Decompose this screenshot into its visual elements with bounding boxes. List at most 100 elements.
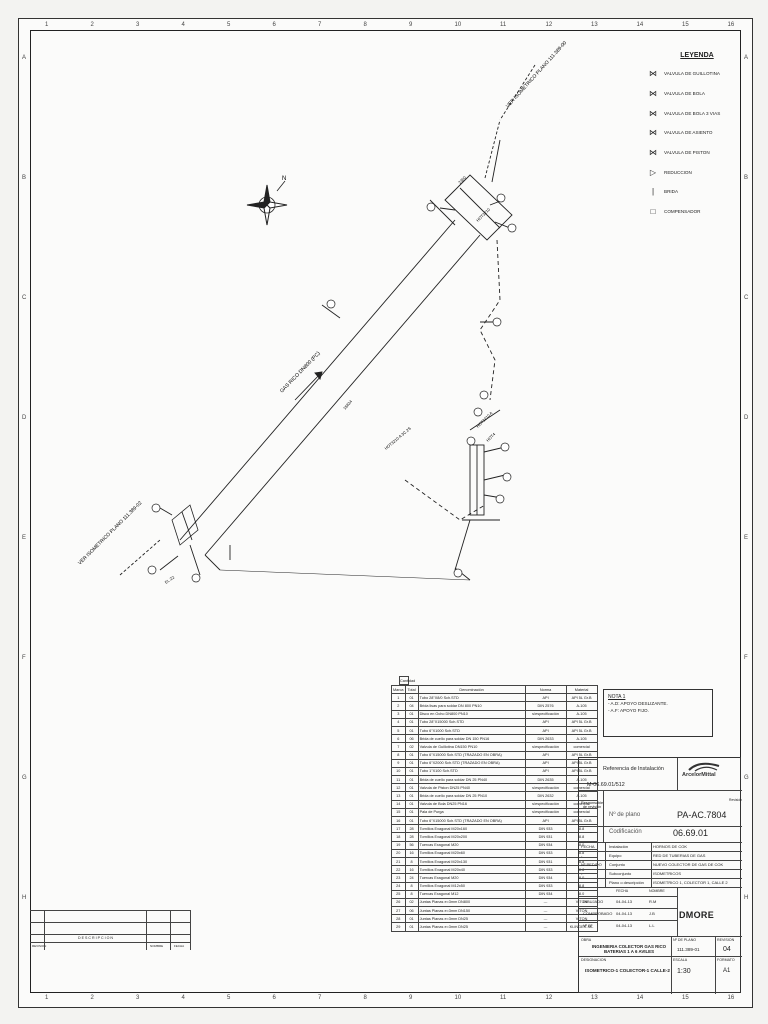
bom-cell: DIN 2633 xyxy=(524,734,567,744)
bom-cell: Tornillos Exagonal M20x40 xyxy=(417,865,526,875)
bom-cell: DIN 933 xyxy=(524,881,567,891)
bom-cell: DIN 934 xyxy=(524,873,567,883)
zone-letter: B xyxy=(744,175,749,181)
compensator-icon: □ xyxy=(650,207,656,217)
north-label: N xyxy=(282,176,286,182)
revision-label: Revisión xyxy=(729,798,743,802)
dash-value: - xyxy=(590,830,592,836)
title-block-cell: Instalación xyxy=(609,844,629,849)
note-box: NOTA 1 - A.D: APOYO DESLIZANTE. - A.F: A… xyxy=(603,689,713,737)
obra-label: OBRA xyxy=(581,938,592,942)
zone-letter: F xyxy=(22,655,26,661)
zone-letter: G xyxy=(744,775,749,781)
bom-cell: 7 xyxy=(391,742,406,752)
bom-cell: 28 xyxy=(391,914,406,924)
formato-value: A1 xyxy=(723,968,731,974)
plano-label: Nº de plano xyxy=(609,812,641,818)
formato-label: FORMATO xyxy=(717,958,735,962)
bom-cell: --- xyxy=(524,897,567,908)
bom-cell: 24 xyxy=(404,873,419,883)
seat-valve-icon: ⋈ xyxy=(649,128,657,138)
rev-label: REVISION xyxy=(717,938,735,942)
legend-title: LEYENDA xyxy=(680,52,714,59)
nplano-label: Nº DE PLANO xyxy=(673,938,697,942)
sign-cell: J.B xyxy=(649,911,655,916)
bom-cell: 01 xyxy=(404,807,419,818)
drawing-frame xyxy=(30,30,741,993)
rev-fecha-label: FECHA xyxy=(174,944,185,948)
title-block-cell: Equipo xyxy=(609,853,622,858)
designacion-label: DESIGNACION xyxy=(581,958,607,962)
title-block-cell: ISOMETRICO 1, COLECTOR 1, CALLE 2 xyxy=(653,880,728,885)
bom-cell: 6 xyxy=(391,734,406,744)
legend-item: ⋈VALVULA DE BOLA 3 VIAS xyxy=(648,103,738,123)
sign-cell: DIBUJADO xyxy=(583,899,604,904)
bom-cell: 22 xyxy=(391,865,406,875)
callout-bubble xyxy=(147,565,157,575)
legend-item-label: COMPENSADOR xyxy=(664,209,701,215)
zone-number: 4 xyxy=(181,22,185,28)
bom-cell: Brida de cuello para soldar DN 25 PN10 xyxy=(417,791,526,801)
zone-number: 2 xyxy=(90,995,94,1001)
bom-cell: 29 xyxy=(391,922,406,932)
bom-cell: 2 xyxy=(391,701,406,711)
legend: LEYENDA ⋈VALVULA DE GUILLOTINA⋈VALVULA D… xyxy=(648,52,738,222)
title-block-cell: Conjunto xyxy=(609,862,626,867)
legend-item: ▷REDUCCION xyxy=(648,162,738,182)
codificacion-value: 06.69.01 xyxy=(673,828,709,838)
zone-number: 16 xyxy=(727,995,735,1001)
title-block-cell: HORNOS DE COK xyxy=(653,844,688,849)
zone-number: 8 xyxy=(363,22,367,28)
revision-strip: DESCRIPCION REVISION NOMBRE FECHA xyxy=(30,910,390,993)
title-block-cell: FECHA xyxy=(581,844,595,849)
zone-letter: A xyxy=(22,55,27,61)
bom-cell: 01 xyxy=(404,783,419,793)
sign-cell: COMPROBADO xyxy=(583,911,613,916)
small-label-a: HOT3210 xyxy=(475,206,491,222)
zone-number: 13 xyxy=(591,995,598,1001)
bom-cell: API xyxy=(524,758,567,768)
bom-cell: DIN 931 xyxy=(524,856,567,867)
bom-cell: 01 xyxy=(404,815,419,826)
note-line: - A.D: APOYO DESLIZANTE. xyxy=(608,701,668,706)
zone-number: 10 xyxy=(454,995,462,1001)
rev-nombre-label: NOMBRE xyxy=(150,944,164,948)
bom-cell: s/especificación xyxy=(524,799,567,809)
bom-cell: API xyxy=(524,693,567,703)
bom-cell: 56 xyxy=(404,840,419,850)
bom-cell: 16 xyxy=(404,865,419,875)
bom-cell: 01 xyxy=(404,799,419,809)
zone-number: 14 xyxy=(636,22,644,28)
zone-number: 15 xyxy=(682,995,689,1001)
bom-cell: Valvula de Bola DN25 PN16 xyxy=(417,799,526,809)
bom-cell: Tubo 6"X15000 Sch.STD (TRAZADO EN OBRA) xyxy=(417,815,526,826)
legend-item-label: BRIDA xyxy=(664,189,679,195)
bom-cell: Brida lisas para soldar DN 800 PN10 xyxy=(417,701,526,711)
bom-cell: 01 xyxy=(404,791,419,801)
bom-cell: API 5L Gr.B xyxy=(565,693,598,703)
dim-top-label: 2300 xyxy=(457,174,467,184)
callout-bubble xyxy=(479,390,489,400)
bom-cell: DIN 933 xyxy=(524,865,567,875)
title-block-cell: Subconjunto xyxy=(609,871,632,876)
bom-cell: Tubo 28"X8/0 Sch.STD xyxy=(417,693,526,703)
zone-letter: A xyxy=(744,55,749,61)
bom-cell: A-105 xyxy=(565,709,598,719)
bom-cell: 4 xyxy=(391,717,406,727)
bom-cell: DIN 934 xyxy=(524,840,567,850)
arcelormittal-logo-icon xyxy=(688,762,720,772)
bom-cell: 8 xyxy=(391,750,406,760)
bom-cell: 28 xyxy=(404,824,419,834)
ref-top-label: VER ISOMETRICO PLANO 111.389-00 xyxy=(505,40,568,109)
